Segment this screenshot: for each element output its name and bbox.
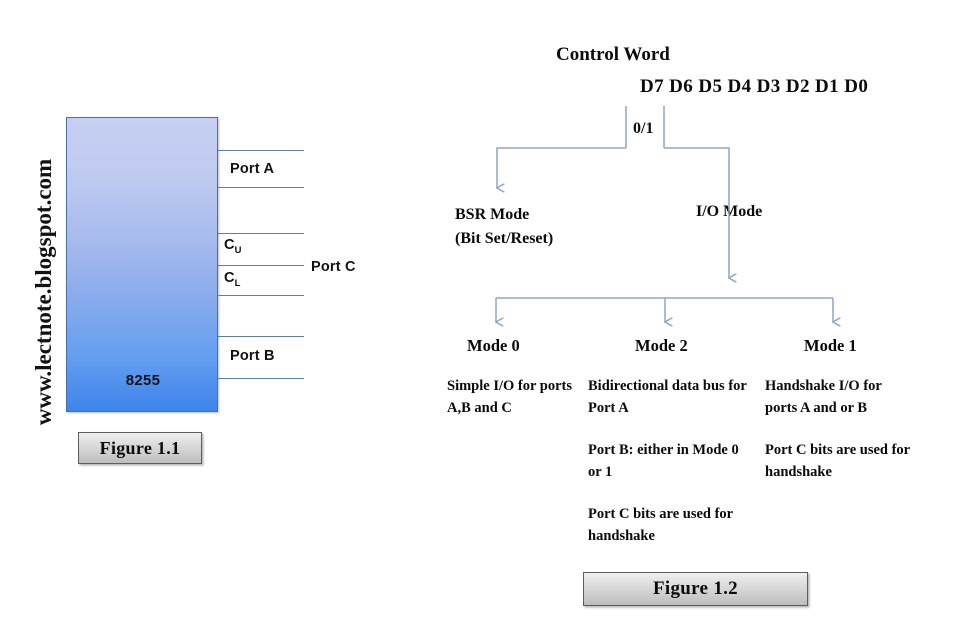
bus-line-port-b-bottom — [218, 378, 304, 379]
mode-2-title: Mode 2 — [635, 336, 688, 355]
mode-1-description: Handshake I/O for ports A and or B Port … — [765, 375, 915, 483]
port-a-label: Port A — [230, 161, 275, 177]
mode-1-paragraph: Port C bits are used for handshake — [765, 442, 910, 480]
port-c-label: Port C — [311, 259, 356, 275]
connector-bsr-branch — [497, 147, 626, 188]
mode-0-paragraph: Simple I/O for ports A,B and C — [447, 378, 572, 416]
port-c-upper-label: CU — [224, 237, 242, 256]
selector-value-label: 0/1 — [633, 120, 654, 137]
mode-0-title: Mode 0 — [467, 336, 520, 355]
mode-2-paragraph: Port C bits are used for handshake — [588, 506, 733, 544]
port-c-lower-subscript: L — [234, 277, 241, 289]
mode-1-title: Mode 1 — [804, 336, 857, 355]
figure-1-2-caption: Figure 1.2 — [583, 572, 808, 606]
mode-2-paragraph: Port B: either in Mode 0 or 1 — [588, 442, 739, 480]
port-b-label: Port B — [230, 348, 275, 364]
mode-2-description: Bidirectional data bus for Port A Port B… — [588, 375, 748, 547]
bsr-mode-label: BSR Mode (Bit Set/Reset) — [455, 203, 625, 251]
mode-0-description: Simple I/O for ports A,B and C — [447, 375, 582, 419]
figure-1-1-caption: Figure 1.1 — [78, 432, 202, 464]
bus-line-port-c-bottom — [218, 295, 304, 296]
port-c-lower-label: CL — [224, 270, 240, 289]
port-c-upper-letter: C — [224, 237, 235, 253]
bus-line-port-a-bottom — [218, 187, 304, 188]
bus-line-port-b-top — [218, 336, 304, 337]
bus-line-port-c-mid — [218, 265, 304, 266]
port-c-upper-subscript: U — [234, 244, 242, 256]
bus-line-port-a-top — [218, 150, 304, 151]
bus-line-port-c-top — [218, 233, 304, 234]
bsr-mode-line-1: BSR Mode — [455, 206, 530, 223]
mode-1-paragraph: Handshake I/O for ports A and or B — [765, 378, 882, 416]
data-bits-label: D7 D6 D5 D4 D3 D2 D1 D0 — [640, 76, 869, 97]
chip-block-8255: 8255 — [66, 117, 218, 412]
io-mode-label: I/O Mode — [696, 203, 763, 220]
port-c-lower-letter: C — [224, 270, 235, 286]
chip-label: 8255 — [125, 372, 161, 389]
control-word-title: Control Word — [556, 44, 670, 65]
bsr-mode-line-2: (Bit Set/Reset) — [455, 230, 554, 247]
mode-2-paragraph: Bidirectional data bus for Port A — [588, 378, 747, 416]
watermark-text: www.lectnote.blogspot.com — [31, 158, 56, 426]
